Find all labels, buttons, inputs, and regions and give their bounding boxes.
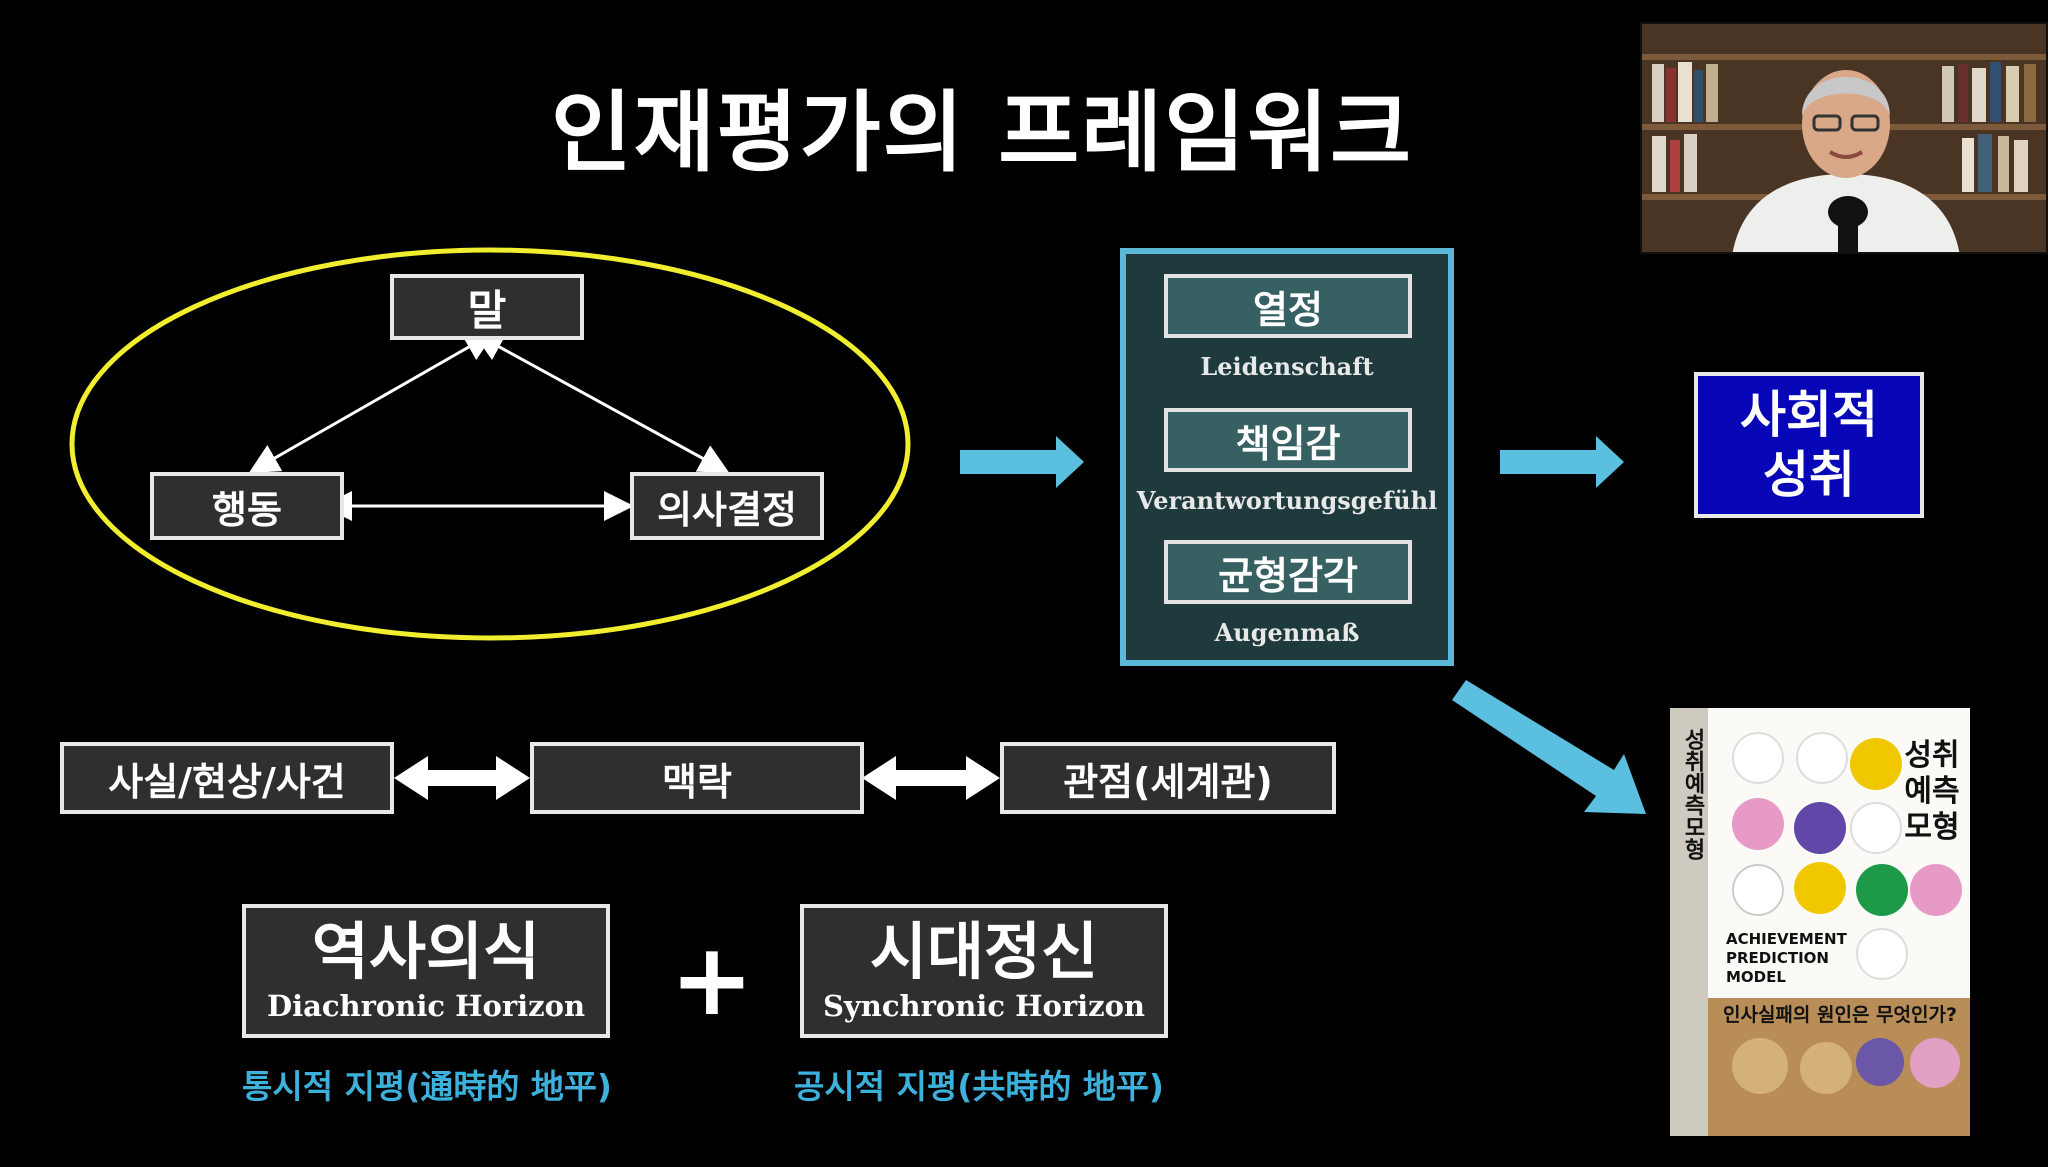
synchronic-en: Synchronic Horizon: [822, 989, 1146, 1023]
action-box: 행동: [150, 472, 344, 540]
book-dot: [1732, 864, 1784, 916]
framework-ellipse: [69, 247, 911, 641]
virtue-responsibility-label: Verantwortungsgefühl: [1136, 486, 1438, 515]
synchronic-caption: 공시적 지평(共時的 地平): [794, 1067, 1164, 1106]
virtues-panel: 열정 Leidenschaft 책임감 Verantwortungsgefühl…: [1120, 248, 1454, 666]
perspective-box: 관점(세계관): [1000, 742, 1336, 814]
result-line-2: 성취: [1763, 446, 1855, 504]
book-title-line-1: 성취: [1904, 738, 1960, 773]
book-spine-title: 성취예측모형: [1680, 728, 1705, 860]
book-bubble: [1910, 1038, 1960, 1088]
synchronic-box: 시대정신 Synchronic Horizon: [800, 904, 1168, 1038]
book-bubble: [1856, 1038, 1904, 1086]
virtue-passion-box: 열정: [1164, 274, 1412, 338]
diachronic-caption: 통시적 지평(通時的 地平): [242, 1067, 612, 1106]
book-model-en: ACHIEVEMENT PREDICTION MODEL: [1726, 930, 1886, 987]
book-dot: [1794, 862, 1846, 914]
book-dot: [1732, 798, 1784, 850]
book-model-line: ACHIEVEMENT: [1726, 930, 1847, 948]
diachronic-en: Diachronic Horizon: [266, 989, 586, 1023]
book-dot: [1856, 928, 1908, 980]
context-box: 맥락: [530, 742, 864, 814]
blue-arrow-diagonal: [1452, 680, 1646, 814]
book-spine: 성취예측모형: [1670, 708, 1710, 1136]
book-title-line-3: 모형: [1904, 810, 1960, 845]
synchronic-kr: 시대정신: [869, 915, 1099, 988]
diachronic-box: 역사의식 Diachronic Horizon: [242, 904, 610, 1038]
book-model-line: MODEL: [1726, 968, 1786, 986]
diachronic-kr: 역사의식: [311, 915, 541, 988]
slide-title: 인재평가의 프레임워크: [550, 81, 1414, 184]
arrow-speech-to-decision: [472, 332, 730, 473]
book-title-line-2: 예측: [1904, 774, 1960, 809]
result-line-1: 사회적: [1740, 386, 1878, 444]
blue-arrow-1: [960, 436, 1084, 488]
double-arrow-1: [394, 756, 530, 800]
book-bubble: [1800, 1042, 1852, 1094]
decision-box: 의사결정: [630, 472, 824, 540]
book-cover: 성취예측모형 성취 예측 모형 ACHIEVEMENT PREDICTION M…: [1670, 708, 1970, 1136]
social-achievement-box: 사회적 성취: [1694, 372, 1924, 518]
book-dot: [1796, 732, 1848, 784]
book-dot: [1910, 864, 1962, 916]
blue-arrow-2: [1500, 436, 1624, 488]
book-question: 인사실패의 원인은 무엇인가?: [1722, 1004, 1957, 1026]
book-dot: [1850, 738, 1902, 790]
book-dot: [1850, 802, 1902, 854]
double-arrow-2: [862, 756, 1000, 800]
book-bubble: [1732, 1038, 1788, 1094]
facts-box: 사실/현상/사건: [60, 742, 394, 814]
virtue-passion-label: Leidenschaft: [1200, 352, 1374, 381]
arrow-speech-to-action: [248, 332, 495, 473]
webcam-video: [1640, 22, 2048, 254]
virtue-balance-label: Augenmaß: [1214, 618, 1360, 647]
book-dot: [1794, 802, 1846, 854]
virtue-balance-box: 균형감각: [1164, 540, 1412, 604]
book-dot: [1856, 864, 1908, 916]
virtue-responsibility-box: 책임감: [1164, 408, 1412, 472]
presenter-image: [1642, 24, 2046, 252]
speech-box: 말: [390, 274, 584, 340]
plus-sign: +: [670, 921, 754, 1038]
book-model-line: PREDICTION: [1726, 949, 1829, 967]
book-dot: [1732, 732, 1784, 784]
